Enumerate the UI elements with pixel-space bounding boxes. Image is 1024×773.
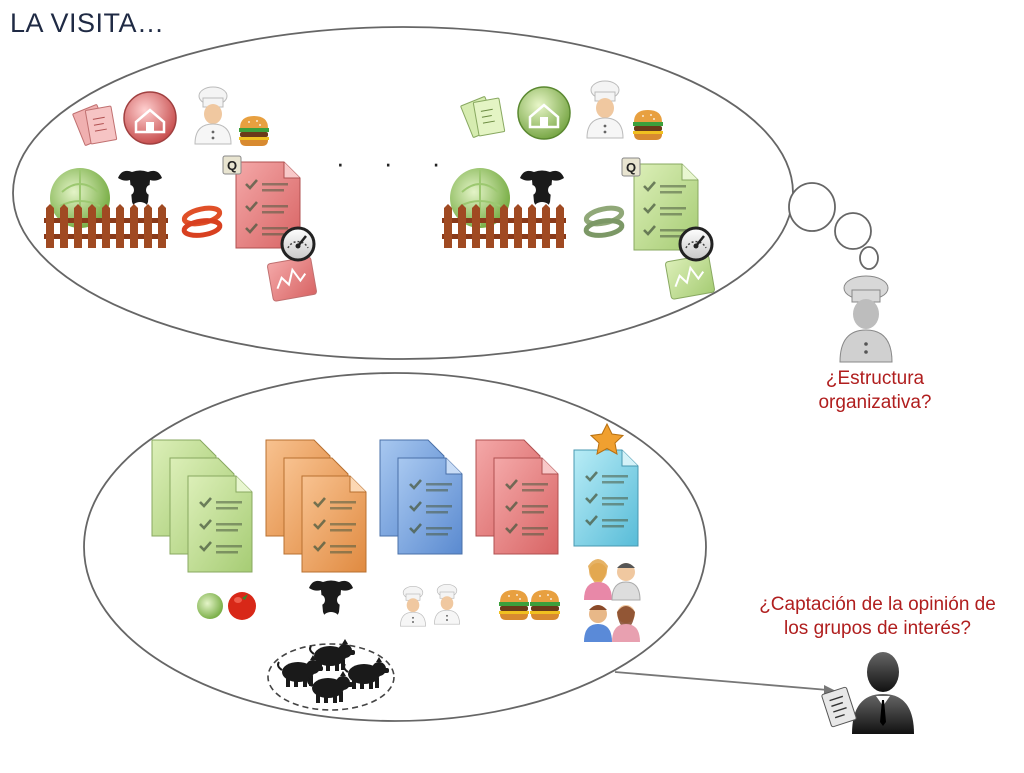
thought-bubble-medium [834,212,872,250]
gauge-icon [280,226,316,262]
star-icon [589,422,625,455]
bottom-visit-ellipse [83,372,707,722]
chart-icon-green [665,254,715,300]
structure-question-line-2: organizativa? [818,392,932,413]
checklist-stack-orange [265,439,367,573]
burger-icon [239,116,269,146]
house-icon [123,91,177,145]
q-tag-icon [222,155,242,175]
stakeholder-person-icon [821,652,914,734]
fence-icon-green [442,204,566,248]
thinking-chef-icon [839,275,893,363]
stakeholder-question-line-1: ¿Captación de la opinión de [759,594,996,615]
thought-bubble-large [788,182,836,232]
cow-icon-bottom [309,580,353,624]
chart-icon [267,256,317,302]
burgers-icon [499,590,560,620]
stakeholder-question-line-2: los grupos de interés? [784,618,971,639]
people-group-icon [584,559,641,642]
gauge-icon-green [678,226,714,262]
cow-icon [118,170,162,214]
structure-question: ¿Estructura organizativa? [790,367,960,415]
burger-icon-green [633,110,663,140]
structure-question-line-1: ¿Estructura [825,368,925,389]
checklist-icon [235,161,301,249]
vegetables-icon [197,592,256,620]
chef-icon [194,86,232,145]
pig-icon [307,670,354,704]
checklist-starred-cyan [573,449,639,547]
thought-bubble-small [859,246,879,270]
ellipsis-dots: · · · [336,148,457,178]
checklist-stack-blue [379,439,463,555]
chefs-icon [400,583,460,627]
livestock-group-outline [267,643,395,711]
onion-rings-icon [181,205,223,238]
house-icon-green [517,86,571,140]
onion-rings-icon-green [583,205,625,238]
q-tag-icon-green [621,157,641,177]
page-title: LA VISITA… [10,8,165,38]
chef-icon-green [586,80,624,139]
checklist-stack-green [151,439,253,573]
checklist-stack-red [475,439,559,555]
documents-icon [72,104,118,146]
connector-line [614,671,829,691]
checklist-icon-green [633,163,699,251]
documents-icon-green [460,96,506,138]
fence-icon [44,204,168,248]
stakeholder-question: ¿Captación de la opinión de los grupos d… [740,593,1015,641]
